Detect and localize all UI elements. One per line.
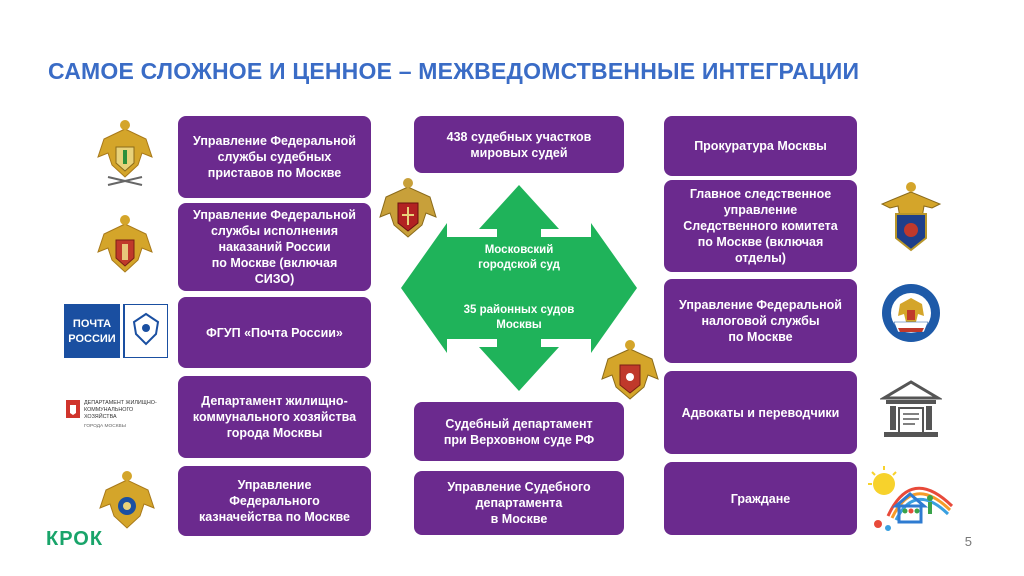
box-prosecutor: Прокуратура Москвы bbox=[664, 116, 857, 176]
svg-text:ПОЧТА: ПОЧТА bbox=[73, 318, 111, 330]
center-city-court: Московский городской суд bbox=[478, 244, 560, 271]
russian-post-logo-icon: ПОЧТА РОССИИ bbox=[64, 304, 168, 358]
svg-text:ДЕПАРТАМЕНТ ЖИЛИЩНО-: ДЕПАРТАМЕНТ ЖИЛИЩНО- bbox=[84, 400, 157, 406]
courthouse-building-icon bbox=[880, 380, 942, 437]
box-bailiffs: Управление Федеральной службы судебных п… bbox=[178, 116, 371, 198]
housing-department-logo-icon: ДЕПАРТАМЕНТ ЖИЛИЩНО- КОММУНАЛЬНОГО ХОЗЯЙ… bbox=[66, 400, 157, 429]
box-citizens: Граждане bbox=[664, 462, 857, 535]
box-penitentiary: Управление Федеральной службы исполнения… bbox=[178, 203, 371, 291]
box-tax-service: Управление Федеральной налоговой службы … bbox=[664, 279, 857, 363]
center-district-courts: 35 районных судов Москвы bbox=[463, 304, 575, 331]
box-post-russia: ФГУП «Почта России» bbox=[178, 297, 371, 368]
box-housing-dept: Департамент жилищно- коммунального хозяй… bbox=[178, 376, 371, 458]
judiciary-emblem-icon bbox=[379, 178, 437, 238]
treasury-emblem-icon bbox=[99, 471, 155, 529]
svg-text:РОССИИ: РОССИИ bbox=[68, 333, 116, 345]
box-magistrates: 438 судебных участков мировых судей bbox=[414, 116, 624, 173]
page-title: САМОЕ СЛОЖНОЕ И ЦЕННОЕ – МЕЖВЕДОМСТВЕННЫ… bbox=[48, 58, 860, 84]
tax-service-emblem-icon bbox=[882, 284, 940, 342]
brand-logo: КРОК bbox=[46, 528, 104, 550]
moscow-court-emblem-icon bbox=[601, 340, 659, 400]
box-lawyers: Адвокаты и переводчики bbox=[664, 371, 857, 454]
citizens-family-icon bbox=[868, 466, 954, 531]
svg-text:ХОЗЯЙСТВА: ХОЗЯЙСТВА bbox=[84, 412, 117, 420]
bailiffs-emblem-icon bbox=[97, 120, 153, 186]
penitentiary-emblem-icon bbox=[97, 215, 153, 273]
svg-text:ГОРОДА МОСКВЫ: ГОРОДА МОСКВЫ bbox=[84, 423, 126, 429]
page-number: 5 bbox=[964, 534, 972, 549]
box-investigative-committee: Главное следственное управление Следстве… bbox=[664, 180, 857, 272]
box-judicial-department-moscow: Управление Судебного департамента в Моск… bbox=[414, 471, 624, 535]
investigative-committee-emblem-icon bbox=[880, 182, 942, 252]
box-judicial-department: Судебный департамент при Верховном суде … bbox=[414, 402, 624, 461]
svg-text:КОММУНАЛЬНОГО: КОММУНАЛЬНОГО bbox=[84, 407, 133, 413]
box-treasury: Управление Федерального казначейства по … bbox=[178, 466, 371, 536]
four-way-arrow-icon bbox=[401, 185, 637, 391]
